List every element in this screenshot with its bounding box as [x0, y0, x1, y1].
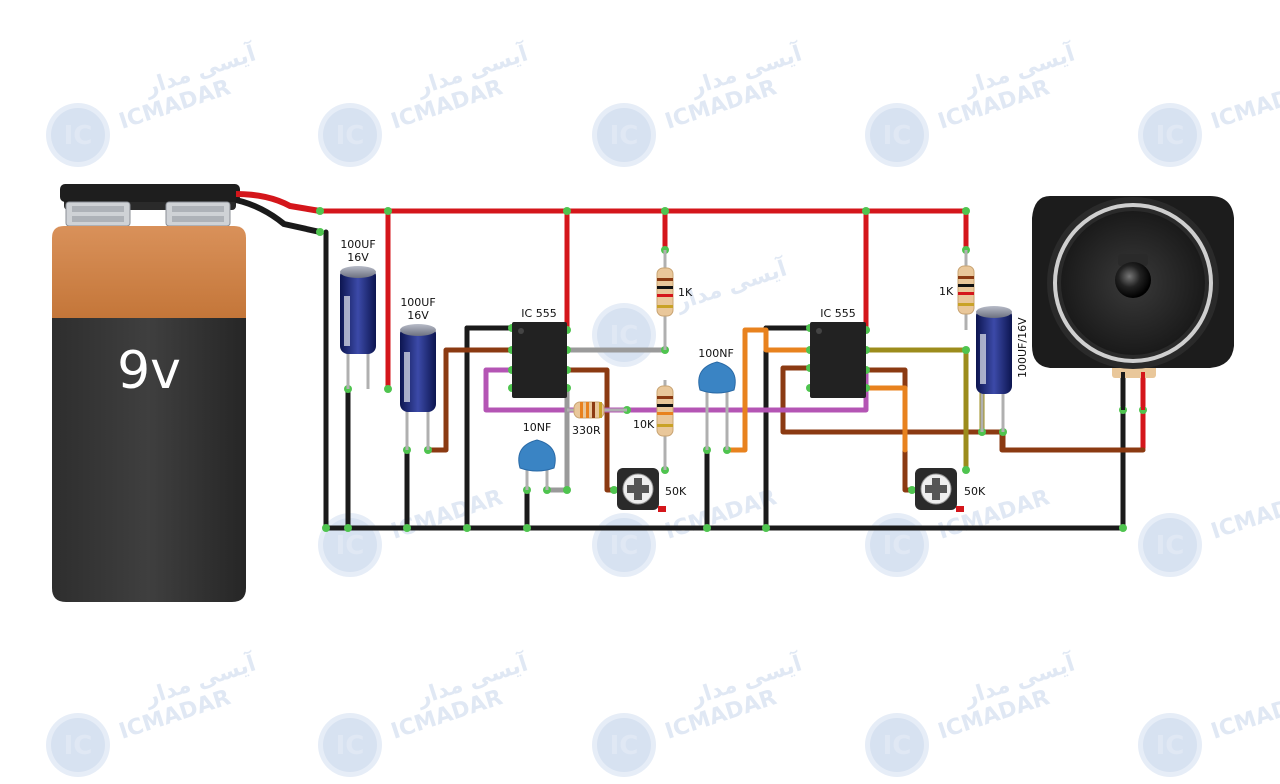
watermark-logo-text: IC — [610, 121, 639, 151]
r3-label: 330R — [572, 424, 601, 437]
watermark-logo: IC ICMADAR — [1138, 485, 1280, 577]
resistor-1k-2: 1K — [939, 250, 975, 330]
resistor-1k-1: 1K — [656, 250, 693, 350]
electrolytic-capacitor-1: 100UF 16V — [340, 238, 376, 389]
watermark-logo-text: IC — [610, 731, 639, 761]
wire-ground-rail — [323, 229, 1126, 531]
speaker — [1032, 196, 1234, 410]
ceramic-capacitor-100nf: 100NF — [698, 347, 736, 450]
battery-terminal-negative — [65, 201, 131, 227]
watermark-logo: IC ICMADAR آیسی مدار — [592, 649, 805, 777]
resistor-10k: 10K — [633, 380, 674, 470]
r1-label: 1K — [678, 286, 693, 299]
potentiometer-50k-1: 50K — [617, 468, 687, 512]
r2-label: 10K — [633, 418, 655, 431]
watermark-brand: ICMADAR — [1208, 685, 1280, 744]
watermark-logo-text: IC — [336, 121, 365, 151]
watermark-logo: IC ICMADAR — [865, 485, 1053, 577]
watermark-logo-text: IC — [64, 121, 93, 151]
potentiometer-50k-2: 50K — [915, 468, 986, 512]
watermark-logo-text: IC — [336, 531, 365, 561]
watermark-logo-text: IC — [610, 531, 639, 561]
r4-label: 1K — [939, 285, 954, 298]
watermark-logo-text: IC — [336, 731, 365, 761]
watermark-logo-text: IC — [883, 731, 912, 761]
battery-9v: 9v — [52, 184, 246, 602]
watermark-logo: IC ICMADAR آیسی مدار — [865, 649, 1078, 777]
cap2-value: 100UF — [400, 296, 435, 309]
cap3-label: 100UF/16V — [1016, 317, 1029, 378]
electrolytic-capacitor-2: 100UF 16V — [400, 296, 436, 450]
watermark-logo-text: IC — [1156, 531, 1185, 561]
electrolytic-capacitor-3: 100UF/16V — [976, 306, 1029, 432]
pot2-label: 50K — [964, 485, 986, 498]
battery-label: 9v — [117, 341, 181, 401]
watermark-logo: IC ICMADAR — [1138, 685, 1280, 777]
watermark-logo: IC ICMADAR آیسی مدار — [46, 39, 259, 167]
c10n-label: 10NF — [523, 421, 552, 434]
watermark-brand: ICMADAR — [1208, 485, 1280, 544]
ic-555-chip-1: IC 555 — [512, 307, 567, 398]
wire-purple — [483, 367, 869, 413]
cap1-voltage: 16V — [347, 251, 369, 264]
watermark-logo-text: IC — [883, 531, 912, 561]
watermark-logo-text: IC — [64, 731, 93, 761]
watermark-logo: IC ICMADAR آیسی مدار — [865, 39, 1078, 167]
ic1-label: IC 555 — [521, 307, 556, 320]
pot1-label: 50K — [665, 485, 687, 498]
watermark-logo: IC ICMADAR آیسی مدار — [46, 649, 259, 777]
battery-leads — [235, 191, 321, 235]
c100n-label: 100NF — [698, 347, 734, 360]
watermark-logo-text: IC — [883, 121, 912, 151]
watermark-logo-text: IC — [1156, 731, 1185, 761]
ic-555-chip-2: IC 555 — [810, 307, 866, 398]
cap2-voltage: 16V — [407, 309, 429, 322]
watermark-logo-text: IC — [610, 321, 639, 351]
watermark-logo: IC ICMADAR آیسی مدار — [318, 39, 531, 167]
watermark-logo: IC ICMADAR — [1138, 75, 1280, 167]
ic2-label: IC 555 — [820, 307, 855, 320]
watermark-logo: IC ICMADAR آیسی مدار — [592, 39, 805, 167]
watermark-brand-fa: آیسی مدار — [671, 254, 790, 317]
cap1-value: 100UF — [340, 238, 375, 251]
ceramic-capacitor-10nf: 10NF — [518, 421, 556, 490]
watermark-brand: ICMADAR — [1208, 75, 1280, 134]
battery-terminal-positive — [165, 201, 231, 227]
resistor-330r: 330R — [567, 401, 627, 437]
watermark-logo: IC ICMADAR آیسی مدار — [318, 649, 531, 777]
watermark-logo-text: IC — [1156, 121, 1185, 151]
